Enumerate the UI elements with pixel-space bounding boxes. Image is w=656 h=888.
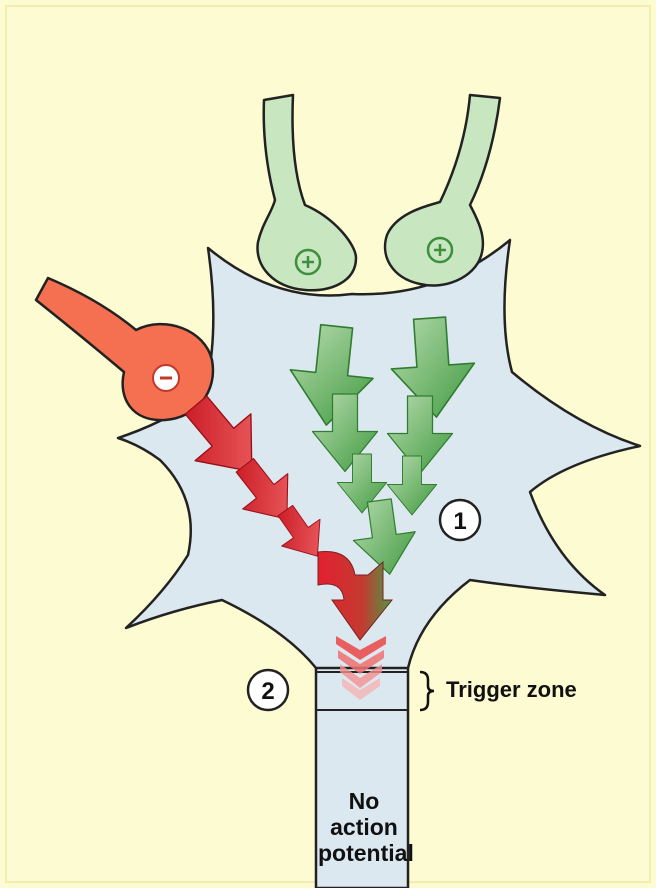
step-1-number: 1 — [453, 508, 466, 535]
minus-sign — [153, 365, 179, 391]
trigger-zone-label: Trigger zone — [446, 677, 577, 703]
result-line-1: No — [318, 788, 410, 814]
result-line-2: action — [318, 814, 410, 840]
excitatory-terminal-2 — [385, 95, 500, 286]
step-2-marker: 2 — [248, 670, 288, 710]
inhibitory-terminal — [36, 278, 213, 420]
trigger-zone-brace — [420, 672, 434, 710]
no-action-potential-label: No action potential — [318, 788, 410, 866]
step-2-number: 2 — [261, 678, 274, 705]
step-1-marker: 1 — [440, 500, 480, 540]
result-line-3: potential — [318, 840, 410, 866]
